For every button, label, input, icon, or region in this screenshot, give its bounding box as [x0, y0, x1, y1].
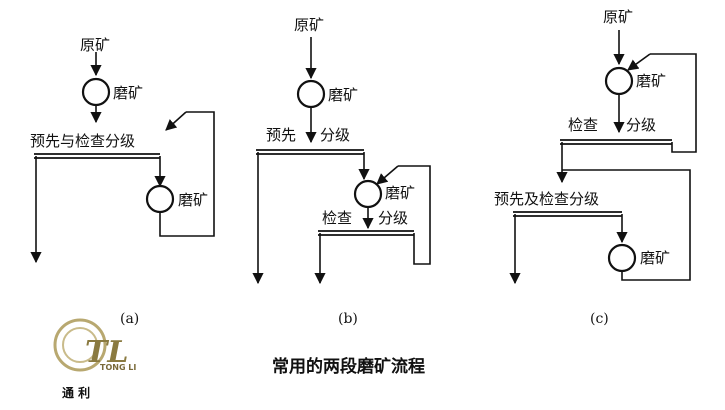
- mill-circle-b2: [353, 179, 383, 209]
- classifier-label: 检查: [568, 116, 598, 134]
- classifier-label: 分级: [320, 126, 350, 144]
- mill-label: 磨矿: [178, 191, 208, 209]
- return-loop: [159, 111, 215, 237]
- caption-a: (a): [120, 311, 139, 327]
- mill-label: 磨矿: [640, 249, 670, 267]
- return-arrow: [376, 165, 399, 185]
- caption-b: (b): [338, 311, 358, 327]
- diagram-b: [252, 37, 431, 285]
- logo-small-text: TONG LI: [100, 363, 136, 372]
- mill-label: 磨矿: [113, 84, 143, 102]
- return-arrow: [165, 111, 187, 131]
- logo-ring-icon: [53, 318, 107, 372]
- feed-label: 原矿: [80, 36, 110, 54]
- classifier-label: 分级: [378, 209, 408, 227]
- mill-label: 磨矿: [328, 86, 358, 104]
- classifier-label: 预先与检查分级: [30, 132, 135, 150]
- feed-label: 原矿: [603, 8, 633, 26]
- figure-title: 常用的两段磨矿流程: [272, 356, 425, 377]
- return-loop: [650, 53, 697, 153]
- mill-circle-c1: [604, 66, 634, 96]
- classifier-label: 检查: [322, 209, 352, 227]
- return-loop: [562, 169, 691, 281]
- mill-label: 磨矿: [385, 184, 415, 202]
- mill-circle-c2: [607, 243, 637, 273]
- logo-inner-ring-icon: [62, 327, 98, 363]
- logo-letters: TL: [85, 335, 128, 370]
- mill-label: 磨矿: [636, 72, 666, 90]
- feed-label: 原矿: [294, 16, 324, 34]
- mill-circle-a1: [81, 77, 111, 107]
- classifier-label: 预先: [266, 126, 296, 144]
- return-loop: [398, 165, 431, 265]
- caption-c: (c): [590, 311, 609, 327]
- classifier-label: 分级: [626, 116, 656, 134]
- diagram-a: [30, 52, 215, 264]
- diagram-c: [509, 30, 697, 285]
- return-arrow: [627, 53, 651, 71]
- classifier-label: 预先及检查分级: [494, 190, 599, 208]
- logo-cn-text: 通 利: [62, 385, 90, 400]
- mill-circle-a2: [145, 184, 175, 214]
- mill-circle-b1: [296, 79, 326, 109]
- tongli-logo: TL TONG LI 通 利: [53, 318, 136, 400]
